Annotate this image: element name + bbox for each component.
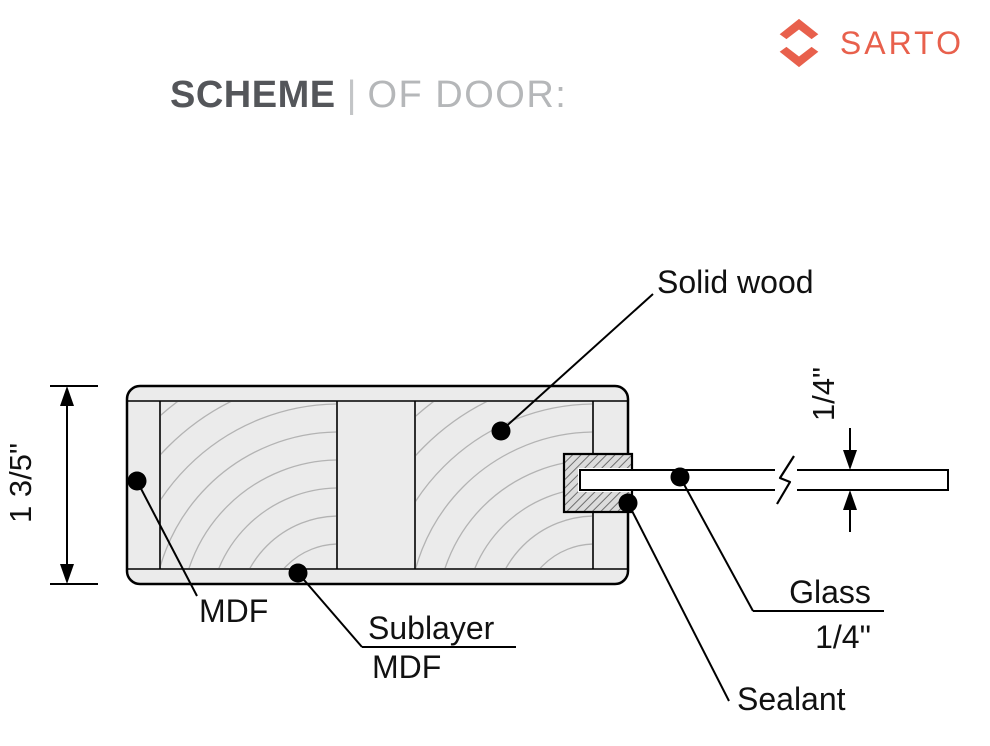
brand-logo: SARTO	[772, 14, 964, 72]
dot-sublayer	[288, 563, 308, 583]
label-sublayer-line2: MDF	[372, 649, 441, 685]
leader-mdf	[136, 480, 198, 597]
title-scheme: SCHEME	[170, 74, 336, 116]
door-body-outline	[125, 384, 630, 586]
leader-glass	[679, 476, 754, 612]
door-thickness-value: 1 3/5"	[3, 443, 38, 523]
glass-thickness-value: 1/4"	[806, 367, 841, 421]
glass-thickness-dimension: 1/4"	[806, 367, 857, 532]
dot-solid-wood	[491, 421, 511, 441]
dot-sealant	[618, 493, 638, 513]
page-title: SCHEME|OF DOOR:	[170, 76, 567, 114]
label-sublayer-line1: Sublayer	[368, 610, 495, 646]
leader-sealant	[627, 502, 730, 702]
leader-lines	[136, 293, 884, 702]
label-mdf: MDF	[199, 593, 268, 629]
glass-pane	[579, 469, 949, 491]
title-of-door: OF DOOR:	[367, 74, 568, 116]
leader-sublayer	[297, 572, 363, 648]
label-solid-wood: Solid wood	[657, 264, 814, 300]
brand-name: SARTO	[839, 24, 964, 61]
label-sealant: Sealant	[737, 681, 846, 717]
dot-glass	[670, 467, 690, 487]
label-glass-line2: 1/4"	[815, 619, 871, 655]
dot-mdf	[127, 471, 147, 491]
title-separator: |	[346, 74, 357, 116]
door-thickness-dimension: 1 3/5"	[3, 385, 98, 585]
glass-break-symbol	[776, 455, 795, 505]
sarto-logo-icon	[779, 18, 819, 68]
label-glass-line1: Glass	[789, 574, 871, 610]
leader-dots	[127, 421, 690, 583]
leader-solid-wood	[500, 293, 654, 432]
